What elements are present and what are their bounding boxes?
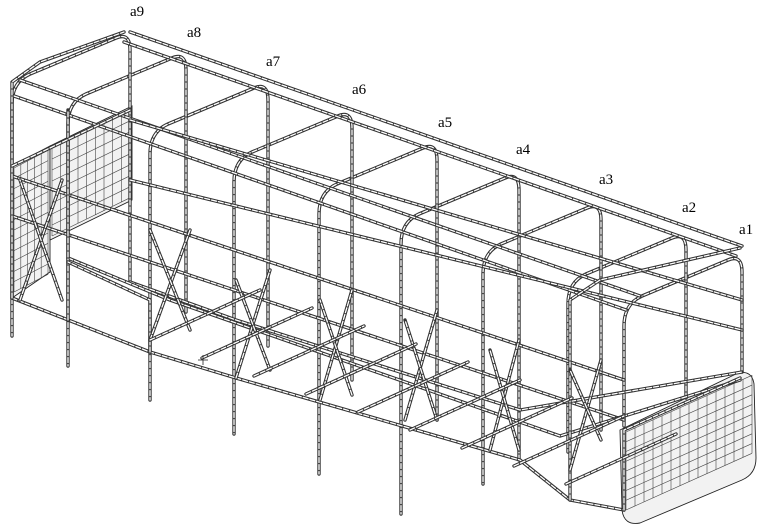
diagonal-brace-12 bbox=[488, 348, 521, 452]
hoop-a3 bbox=[481, 204, 603, 486]
mesh-line bbox=[13, 181, 49, 200]
label-a1: a1 bbox=[739, 222, 753, 238]
label-a5: a5 bbox=[438, 115, 452, 131]
mesh-line bbox=[51, 164, 131, 204]
mesh-line bbox=[625, 375, 753, 433]
mesh-line bbox=[13, 253, 49, 272]
front-lower-rail bbox=[622, 376, 742, 512]
mesh-line bbox=[625, 423, 753, 482]
hoop-a4 bbox=[399, 174, 521, 516]
mesh-line bbox=[625, 414, 753, 472]
label-a9: a9 bbox=[130, 4, 144, 20]
diagonal-brace-13 bbox=[568, 358, 603, 472]
mesh-line bbox=[51, 153, 131, 193]
label-a7: a7 bbox=[266, 54, 281, 70]
label-a8: a8 bbox=[187, 25, 201, 41]
floor-crossmember-4 bbox=[304, 342, 418, 396]
mesh-line bbox=[625, 443, 753, 501]
floor-rail-near bbox=[10, 296, 626, 512]
label-a3: a3 bbox=[599, 172, 613, 188]
diagonal-brace-8 bbox=[318, 298, 354, 397]
diagonal-brace-4 bbox=[148, 228, 192, 332]
floor-crossmember-3 bbox=[252, 324, 366, 378]
mesh-line bbox=[51, 120, 131, 160]
front-skin-panel bbox=[619, 372, 757, 524]
roof-rail-far-top bbox=[128, 30, 744, 248]
label-a6: a6 bbox=[352, 82, 367, 98]
mesh-line bbox=[625, 433, 753, 491]
floor-crossmember-6 bbox=[408, 378, 522, 432]
mesh-line bbox=[625, 404, 753, 462]
mesh-line bbox=[13, 160, 49, 179]
mesh-line bbox=[625, 394, 753, 452]
rear-end-post-left bbox=[10, 30, 126, 300]
mesh-line bbox=[13, 170, 49, 189]
mesh-line bbox=[51, 131, 131, 171]
window-rail-near bbox=[10, 174, 626, 382]
section-labels: a1 a2 a3 a4 a5 a6 a7 a8 a9 bbox=[130, 4, 753, 238]
belt-rail-near bbox=[10, 214, 626, 422]
mesh-line bbox=[13, 274, 49, 293]
mesh-line bbox=[625, 453, 753, 511]
mesh-line bbox=[51, 186, 131, 226]
roof-rail-near-top bbox=[18, 78, 642, 298]
floor-crossmember-7 bbox=[460, 396, 574, 450]
diagonal-brace-6 bbox=[234, 278, 272, 372]
front-mesh-panel bbox=[619, 372, 757, 524]
rear-end-rail bbox=[10, 108, 132, 168]
rear-wheelarch bbox=[66, 260, 152, 354]
diagonal-brace-10 bbox=[403, 318, 439, 422]
belt-rail-far bbox=[128, 178, 744, 332]
label-a4: a4 bbox=[516, 142, 531, 158]
hoop-a2 bbox=[566, 234, 688, 454]
mesh-line bbox=[13, 191, 49, 210]
mesh-line bbox=[51, 197, 131, 237]
floor-crossmember-9 bbox=[564, 432, 678, 486]
roof-rail-near-2 bbox=[12, 94, 628, 312]
floor-crossmember-1 bbox=[148, 288, 262, 342]
reference-cross bbox=[198, 355, 208, 365]
mesh-line bbox=[625, 384, 753, 443]
diagonal-brace-2 bbox=[18, 178, 64, 302]
mesh-line bbox=[51, 142, 131, 182]
floor-rail-far bbox=[128, 280, 744, 412]
front-mesh-grid bbox=[625, 375, 753, 511]
floor-crossmember-2 bbox=[200, 306, 314, 360]
roof-rail-far-2 bbox=[122, 40, 738, 258]
floor-crossmember-5 bbox=[356, 360, 470, 414]
frame-tubes bbox=[10, 30, 744, 516]
diagonal-brace-3 bbox=[148, 228, 192, 342]
label-a2: a2 bbox=[682, 200, 696, 216]
mesh-line bbox=[51, 175, 131, 215]
floor-crossmember-8 bbox=[512, 414, 626, 468]
